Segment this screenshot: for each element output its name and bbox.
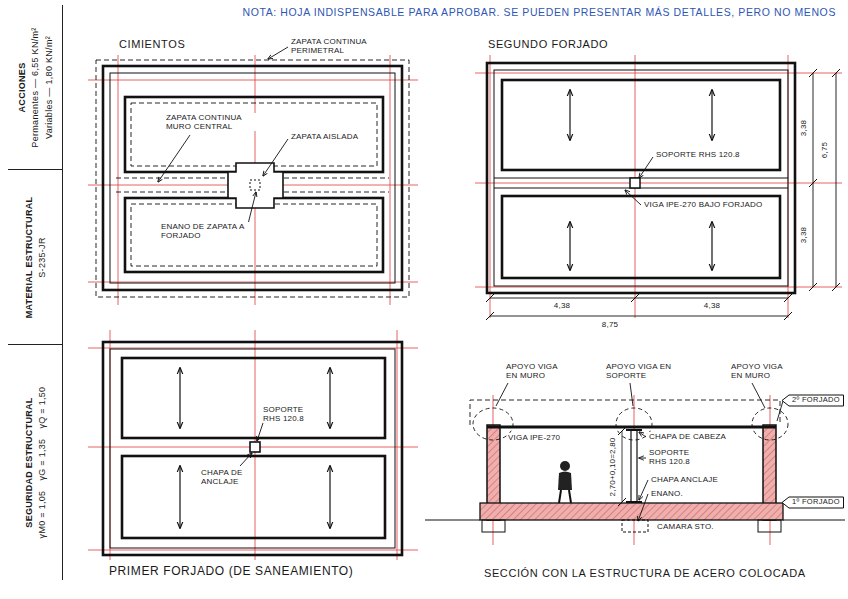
leader-line <box>257 423 263 441</box>
callout: APOYO VIGA EN MURO <box>505 362 569 380</box>
text-row: MATERIAL ESTRUCTURAL <box>24 197 34 319</box>
callout: APOYO VIGA EN SOPORTE <box>605 362 677 380</box>
level-tag: 2º FORJADO <box>782 395 844 406</box>
text-row: Variables — 1,80 KN/m² <box>44 36 54 139</box>
panel-value: Permanentes — 6,55 KN/m² <box>30 27 40 147</box>
callout: CHAPA DE CABEZA <box>648 432 727 441</box>
axis-lines <box>88 55 842 560</box>
panel-heading: MATERIAL ESTRUCTURAL <box>24 197 34 319</box>
panel-value: γQ = 1,50 <box>37 387 47 429</box>
leader-line <box>496 383 508 406</box>
panel-value: S-235-JR <box>37 237 47 277</box>
text-row: Permanentes — 6,55 KN/m² <box>30 27 40 147</box>
panel-heading: ACCIONES <box>17 63 27 113</box>
second-floor-plan <box>486 63 840 320</box>
leader-line <box>625 190 641 205</box>
callout: SOPORTE RHS 120.8 <box>262 405 324 423</box>
view-title: CIMIENTOS <box>118 38 186 51</box>
callout: ENANO. <box>650 489 684 498</box>
text-row: S-235-JR <box>37 237 47 277</box>
text-row: SEGURIDAD ESTRUCTURAL <box>24 397 34 527</box>
leader-line <box>639 432 646 437</box>
rotated-text-block: MATERIAL ESTRUCTURALS-235-JR <box>8 170 63 345</box>
foundation-plan <box>96 60 409 297</box>
panel-value: γG = 1,35 <box>37 439 47 481</box>
callout: VIGA IPE-270 <box>507 433 561 442</box>
leader-line <box>268 47 288 59</box>
rotated-text-block: ACCIONESPermanentes — 6,55 KN/m² Variable… <box>8 5 63 170</box>
leader-line <box>777 401 783 421</box>
first-floor-plan <box>103 342 402 555</box>
dimension: 4,38 <box>703 301 721 310</box>
callout: ENANO DE ZAPATA A FORJADO <box>160 222 252 240</box>
callout: CHAPA DE ANCLAJE <box>200 468 254 486</box>
leader-line <box>639 458 646 459</box>
dimension: 3,38 <box>799 119 808 137</box>
safety-panel: SEGURIDAD ESTRUCTURALγM0 = 1,05 γG = 1,35… <box>8 345 63 580</box>
view-title: SECCIÓN CON LA ESTRUCTURA DE ACERO COLOC… <box>483 567 807 580</box>
callout: ZAPATA CONTINUA PERIMETRAL <box>290 37 392 55</box>
rotated-text-block: SEGURIDAD ESTRUCTURALγM0 = 1,05 γG = 1,35… <box>8 345 63 580</box>
leader-line <box>752 383 765 408</box>
actions-panel: ACCIONESPermanentes — 6,55 KN/m² Variable… <box>8 5 63 170</box>
dimension: 2,70+0,10=2,80 <box>608 437 617 498</box>
dimension: 3,38 <box>799 226 808 244</box>
tag-shape <box>782 395 844 406</box>
leader-line <box>240 453 252 466</box>
level-tag: 1º FORJADO <box>782 497 844 508</box>
panel-value: Variables — 1,80 KN/m² <box>44 36 54 139</box>
dimension: 4,38 <box>553 301 571 310</box>
note: NOTA: HOJA INDISPENSABLE PARA APROBAR. S… <box>190 6 837 18</box>
view-title: PRIMER FORJADO (DE SANEAMIENTO) <box>108 565 354 579</box>
callout: VIGA IPE-270 BAJO FORJADO <box>643 200 763 209</box>
callout: APOYO VIGA EN MURO <box>730 362 792 380</box>
section-drawing <box>425 400 845 532</box>
dimension: 8,75 <box>601 320 619 329</box>
leader-line <box>639 157 653 178</box>
dimension: 6,75 <box>820 141 829 159</box>
text-row: ACCIONES <box>17 63 27 113</box>
callout: SOPORTE RHS 120.8 <box>655 150 741 159</box>
callout: ZAPATA AISLADA <box>290 132 359 141</box>
leader-line <box>158 135 190 182</box>
leader-line <box>263 139 288 176</box>
view-title: SEGUNDO FORJADO <box>487 38 609 51</box>
leader-line <box>630 383 633 406</box>
callout: CAMARA STO. <box>656 522 715 531</box>
level-name: 1º FORJADO <box>792 498 840 507</box>
callout: CHAPA ANCLAJE <box>650 475 719 484</box>
tag-shape <box>782 497 844 508</box>
callout: SOPORTE RHS 120.8 <box>648 448 710 466</box>
text-row: γM0 = 1,05 γG = 1,35 γQ = 1,50 <box>37 387 47 539</box>
material-panel: MATERIAL ESTRUCTURALS-235-JR <box>8 170 63 345</box>
callout: ZAPATA CONTINUA MURO CENTRAL <box>165 113 257 131</box>
panel-heading: SEGURIDAD ESTRUCTURAL <box>24 397 34 527</box>
leader-line <box>638 494 648 521</box>
level-name: 2º FORJADO <box>792 396 840 405</box>
panel-value: γM0 = 1,05 <box>37 491 47 539</box>
